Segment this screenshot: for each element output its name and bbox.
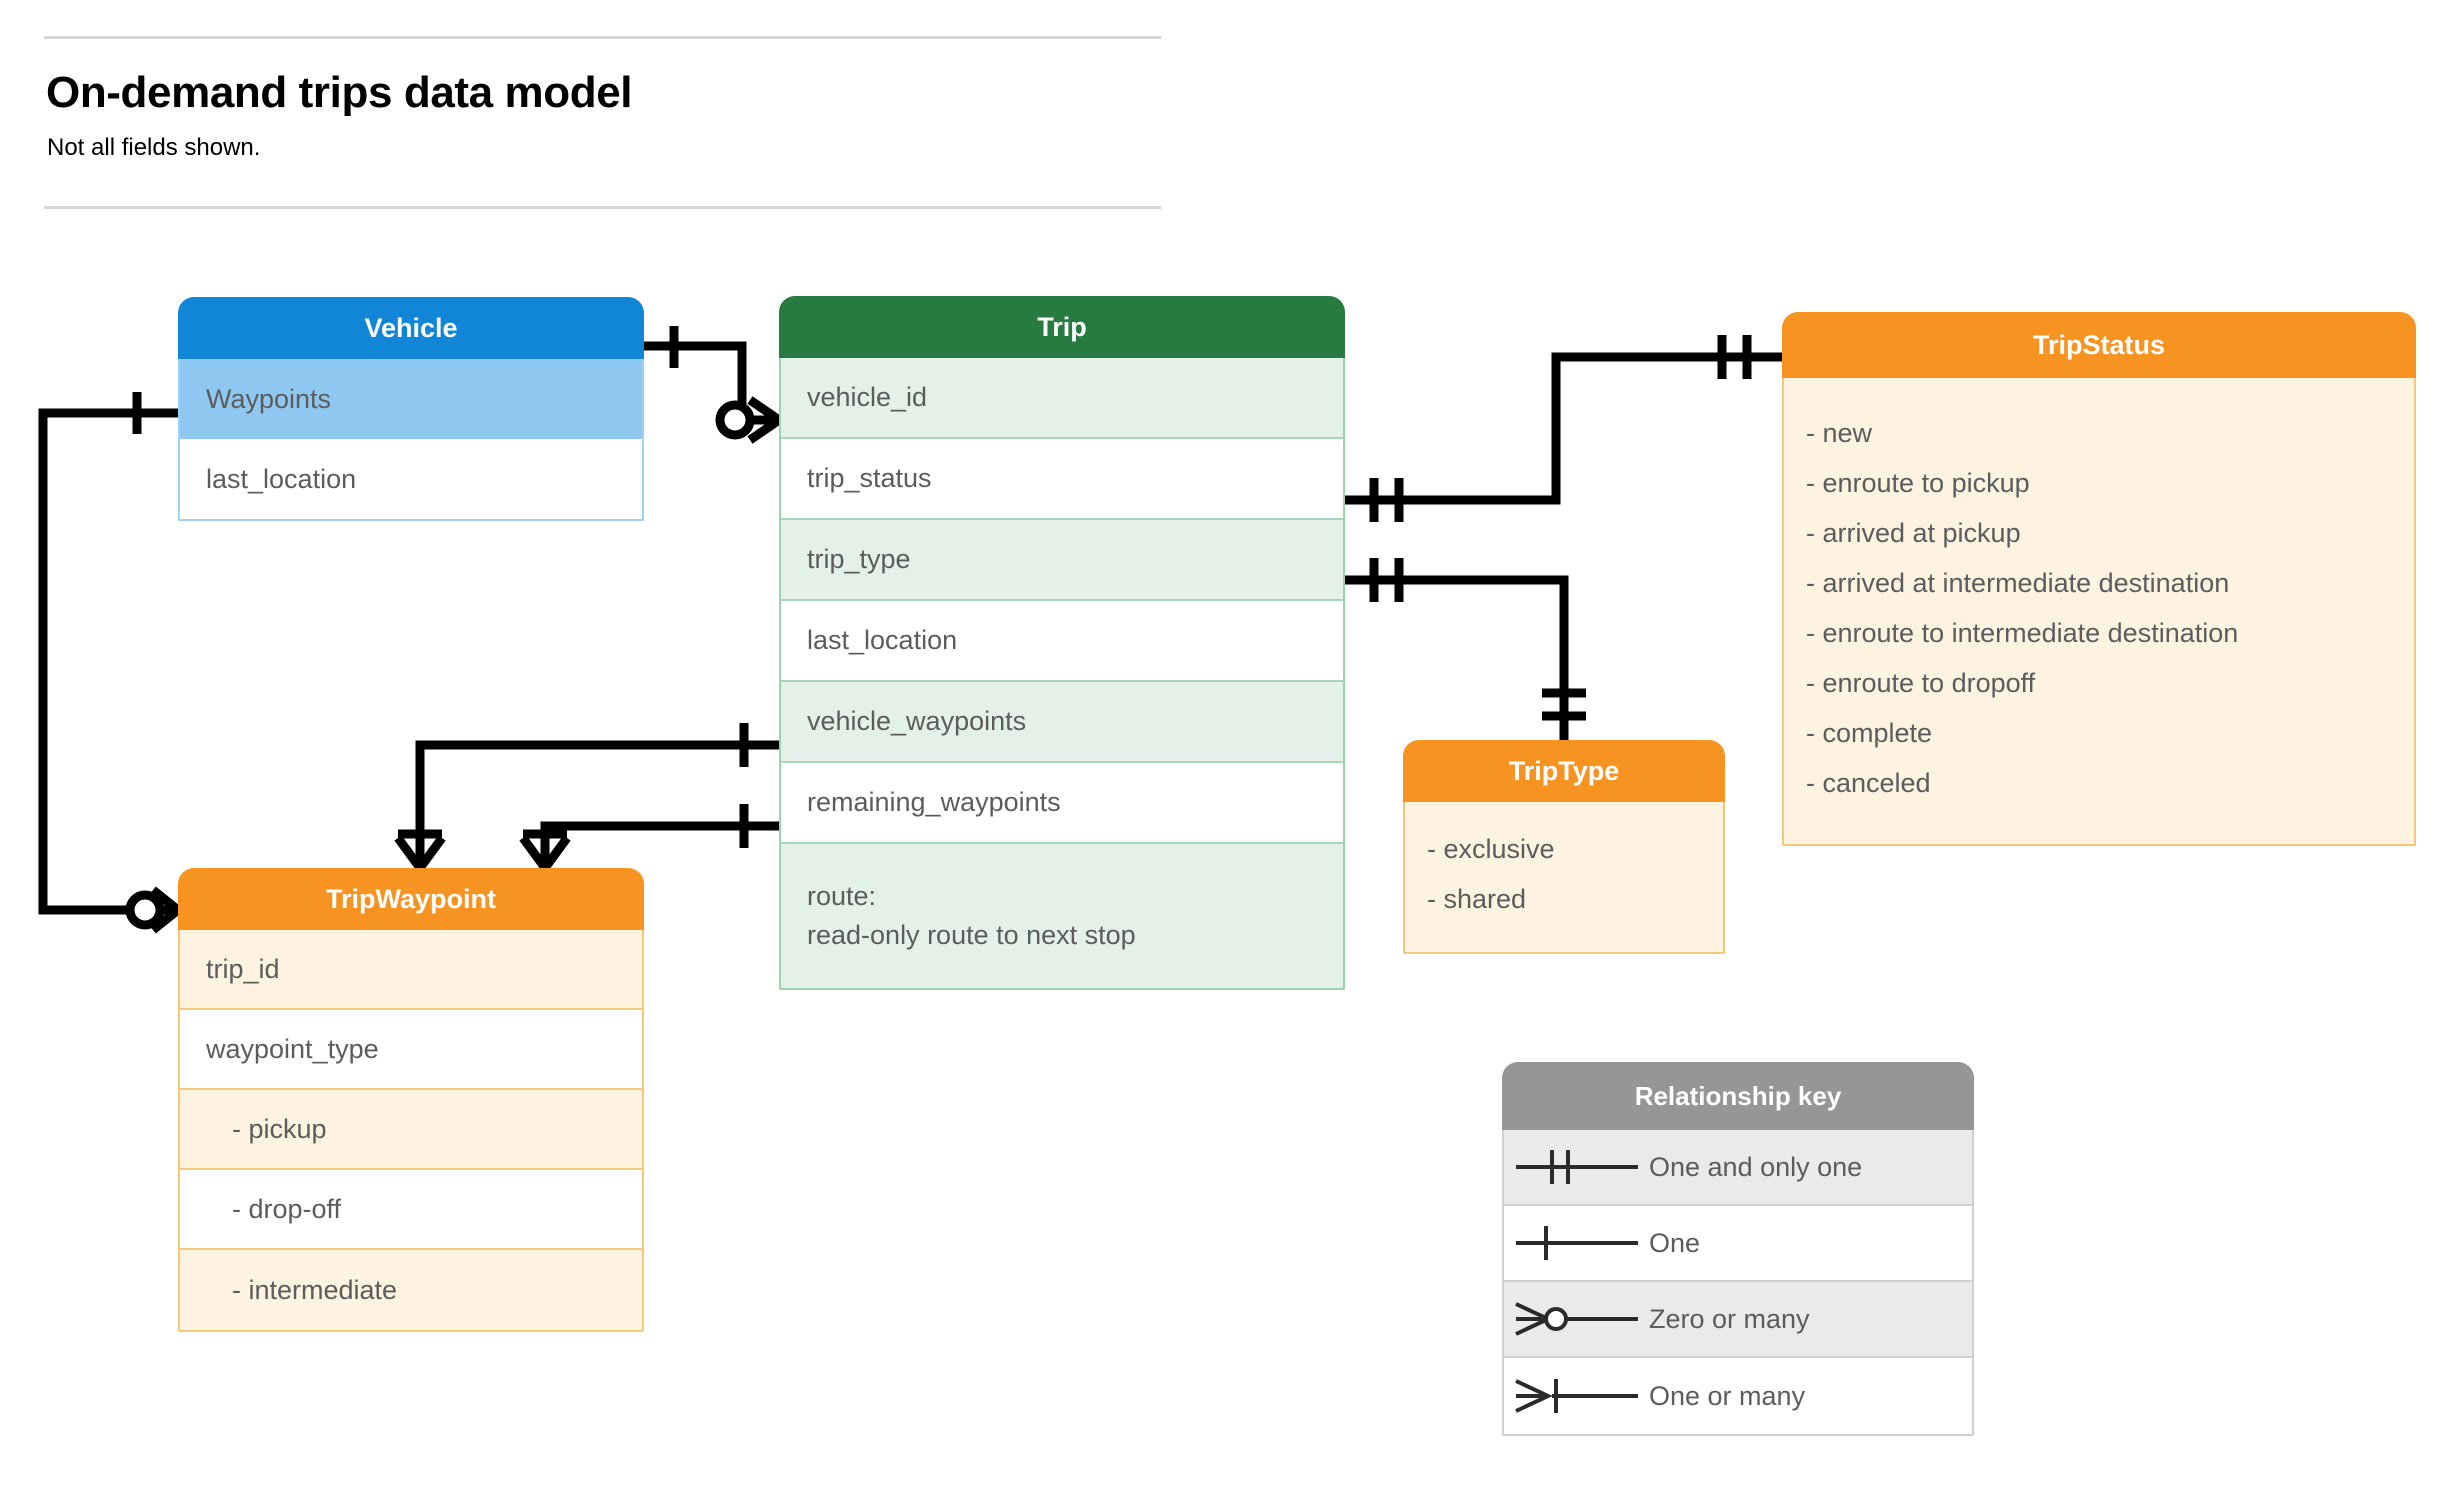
entity-vehicle-title: Vehicle	[178, 297, 644, 359]
header-divider-bottom	[44, 206, 1161, 209]
legend-label: One	[1649, 1227, 1701, 1258]
page-subtitle: Not all fields shown.	[47, 134, 261, 161]
field-trip-vehicle-id[interactable]: vehicle_id	[781, 358, 1343, 439]
enum-value: - complete	[1806, 717, 1933, 748]
connector-vehicle-trip	[644, 341, 747, 420]
entity-trip-type[interactable]: TripType - exclusive - shared	[1403, 740, 1725, 954]
entity-vehicle[interactable]: Vehicle Waypoints last_location	[178, 297, 644, 521]
enum-value-pickup: - pickup	[180, 1090, 642, 1170]
entity-vehicle-fields: Waypoints last_location	[178, 359, 644, 521]
route-note-line-1: route:	[807, 880, 877, 911]
connector-vehicle-waypoints	[415, 740, 779, 868]
page-title: On-demand trips data model	[46, 68, 633, 117]
relationship-key-title: Relationship key	[1502, 1062, 1974, 1130]
field-trip-trip-type[interactable]: trip_type	[781, 520, 1343, 601]
field-vehicle-waypoints[interactable]: Waypoints	[180, 359, 642, 439]
route-note-line-2: read-only route to next stop	[807, 920, 1136, 950]
enum-value: - enroute to dropoff	[1806, 667, 2036, 698]
entity-trip[interactable]: Trip vehicle_id trip_status trip_type la…	[779, 296, 1345, 990]
enum-value: - arrived at intermediate destination	[1806, 567, 2230, 598]
enum-value: - canceled	[1806, 767, 1931, 798]
connector-remaining-waypoints	[540, 821, 779, 868]
header-divider-top	[44, 36, 1161, 39]
connector-tripstatus	[1345, 352, 1782, 505]
entity-trip-waypoint-fields: trip_id waypoint_type - pickup - drop-of…	[178, 930, 644, 1332]
entity-trip-title: Trip	[779, 296, 1345, 358]
field-vehicle-last-location[interactable]: last_location	[180, 439, 642, 519]
relationship-key-rows: One and only one One	[1502, 1130, 1974, 1436]
connector-triptype	[1345, 575, 1569, 740]
entity-trip-waypoint[interactable]: TripWaypoint trip_id waypoint_type - pic…	[178, 868, 644, 1332]
field-trip-remaining-waypoints[interactable]: remaining_waypoints	[781, 763, 1343, 844]
legend-label: One and only one	[1649, 1151, 1863, 1182]
relationship-key-legend[interactable]: Relationship key One and only one	[1502, 1062, 1974, 1436]
enum-value: - arrived at pickup	[1806, 517, 2021, 548]
entity-trip-type-title: TripType	[1403, 740, 1725, 802]
enum-value: - shared	[1427, 883, 1527, 914]
connector-waypoints-tripwaypoint	[38, 408, 178, 915]
legend-row-zero-or-many: Zero or many	[1504, 1282, 1972, 1358]
one-or-many-icon	[1504, 1373, 1649, 1419]
entity-trip-status-title: TripStatus	[1782, 312, 2416, 378]
entity-trip-type-values: - exclusive - shared	[1403, 802, 1725, 954]
entity-trip-waypoint-title: TripWaypoint	[178, 868, 644, 930]
enum-value: - enroute to intermediate destination	[1806, 617, 2239, 648]
one-icon	[1504, 1220, 1649, 1266]
field-trip-last-location[interactable]: last_location	[781, 601, 1343, 682]
legend-label: One or many	[1649, 1380, 1806, 1411]
enum-value: - enroute to pickup	[1806, 467, 2030, 498]
zero-or-many-icon	[1504, 1296, 1649, 1342]
entity-trip-fields: vehicle_id trip_status trip_type last_lo…	[779, 358, 1345, 990]
legend-row-one: One	[1504, 1206, 1972, 1282]
legend-label: Zero or many	[1649, 1303, 1810, 1334]
field-trip-vehicle-waypoints[interactable]: vehicle_waypoints	[781, 682, 1343, 763]
field-trip-route-note[interactable]: route: read-only route to next stop	[781, 844, 1343, 988]
entity-trip-status-values: - new - enroute to pickup - arrived at p…	[1782, 378, 2416, 846]
entity-trip-status[interactable]: TripStatus - new - enroute to pickup - a…	[1782, 312, 2416, 846]
enum-value-intermediate: - intermediate	[180, 1250, 642, 1330]
legend-row-one-or-many: One or many	[1504, 1358, 1972, 1434]
enum-value-drop-off: - drop-off	[180, 1170, 642, 1250]
field-trip-trip-status[interactable]: trip_status	[781, 439, 1343, 520]
enum-value: - exclusive	[1427, 833, 1555, 864]
one-and-only-one-icon	[1504, 1144, 1649, 1190]
enum-value: - new	[1806, 417, 1873, 448]
field-tripwaypoint-waypoint-type[interactable]: waypoint_type	[180, 1010, 642, 1090]
field-tripwaypoint-trip-id[interactable]: trip_id	[180, 930, 642, 1010]
legend-row-one-and-only-one: One and only one	[1504, 1130, 1972, 1206]
